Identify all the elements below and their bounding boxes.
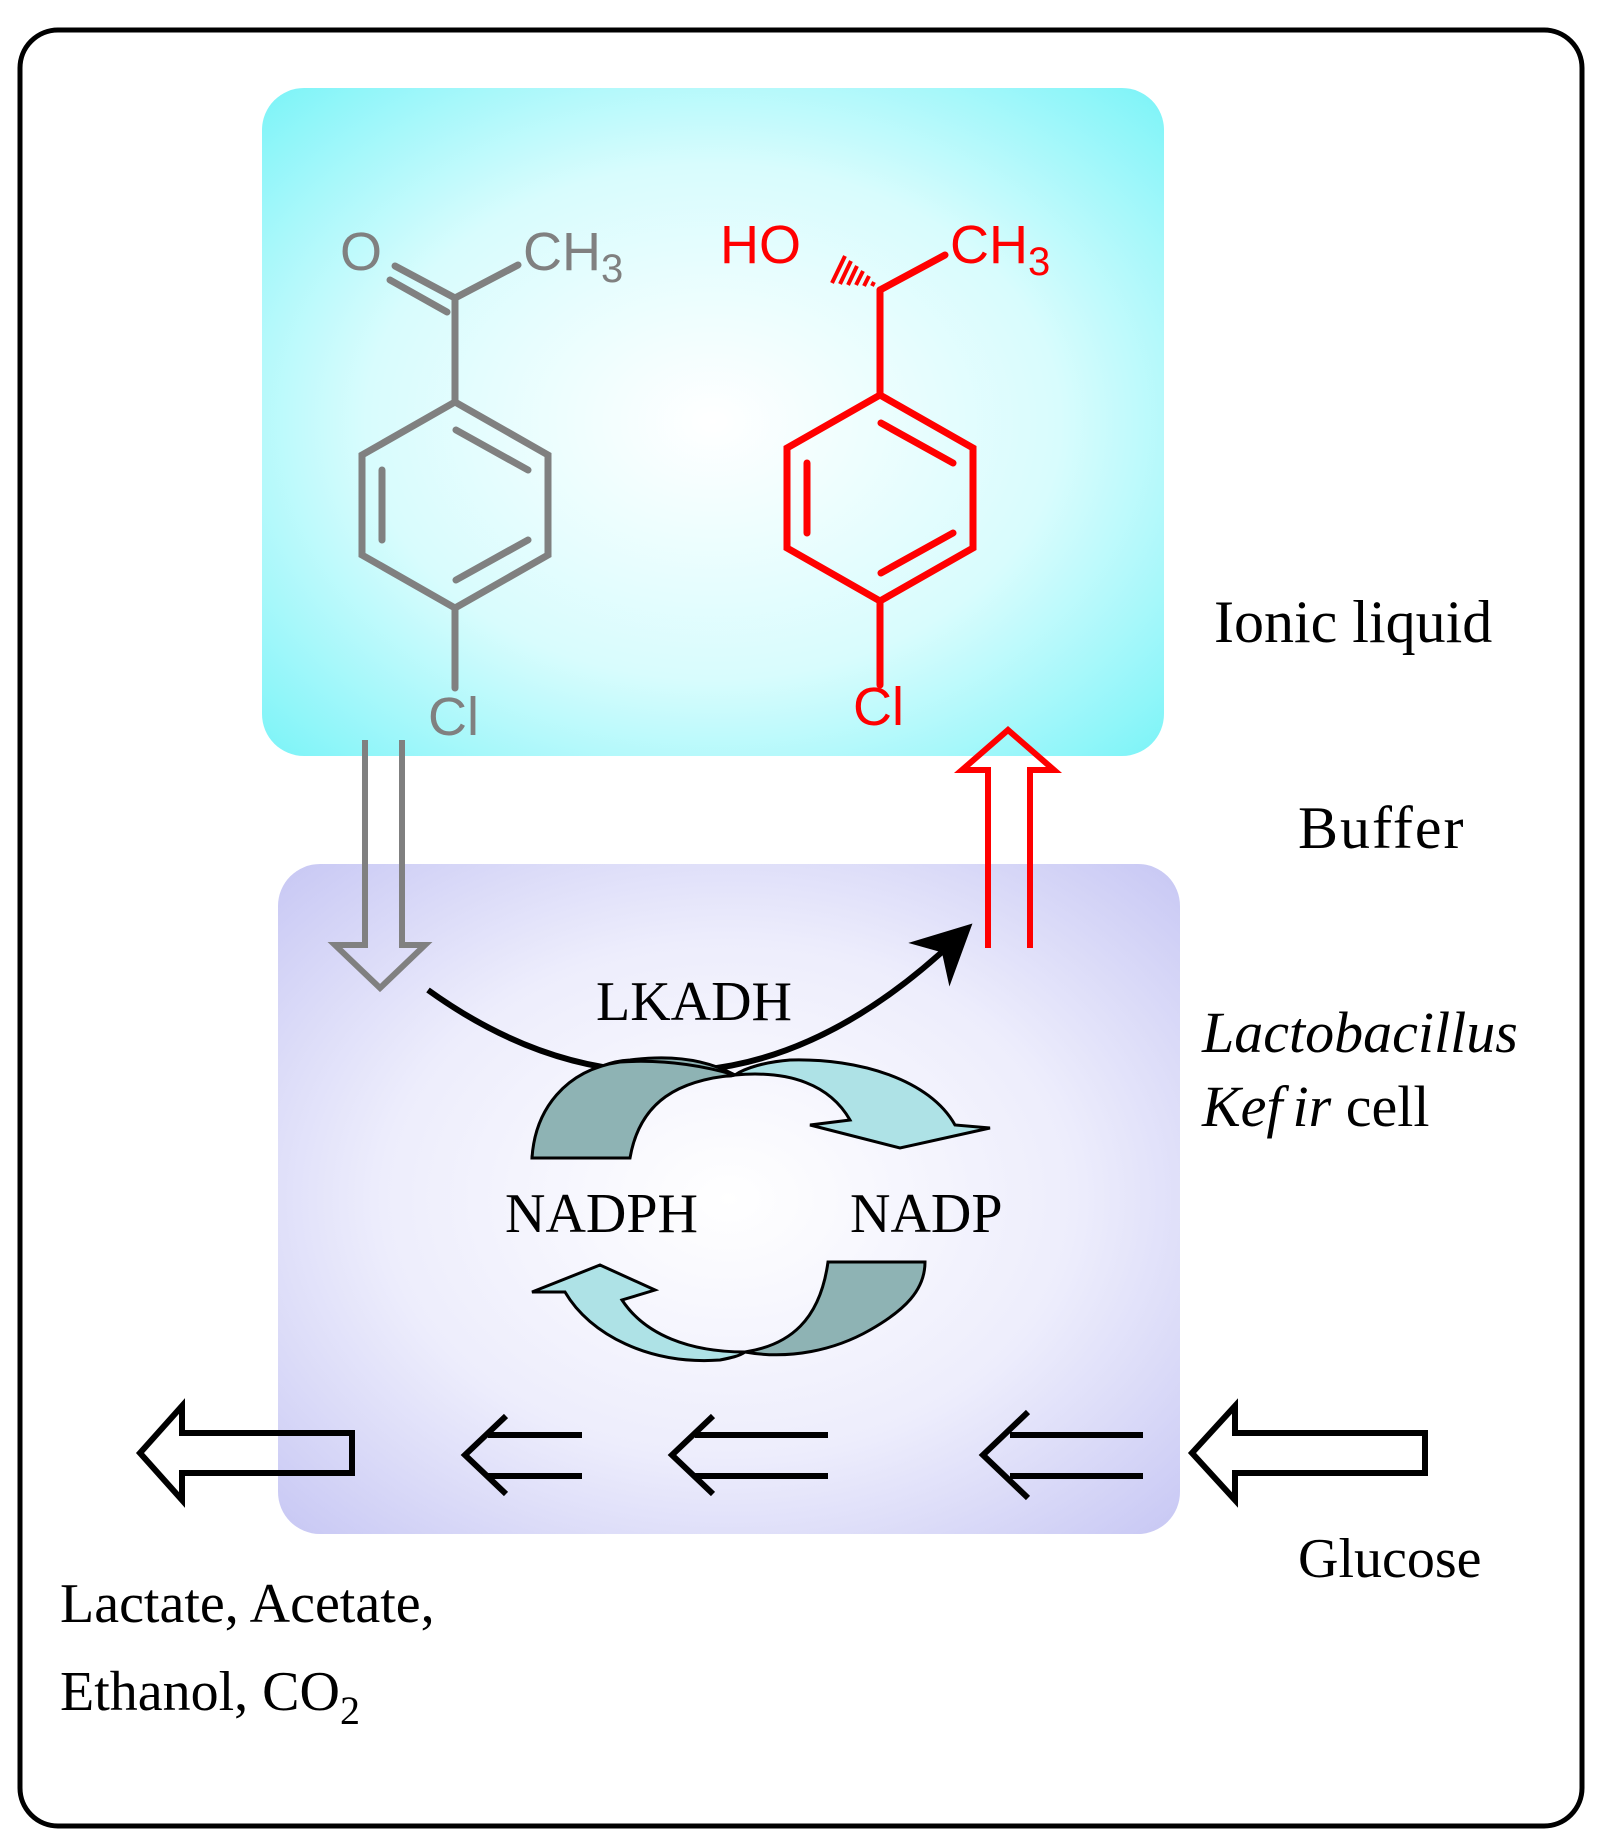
cofactor-arrow-lower-left — [531, 1263, 750, 1363]
cell-phase-box — [278, 864, 1180, 1534]
glucose-input-arrow — [1187, 1398, 1428, 1508]
product-export-arrow — [953, 726, 1063, 948]
substrate-oxygen-label: O — [340, 222, 382, 282]
cofactor-arrow-upper-left — [530, 1059, 736, 1160]
ionic-liquid-label: Ionic liquid — [1214, 589, 1492, 655]
buffer-label: Buffer — [1298, 795, 1466, 861]
product-structure — [783, 251, 977, 689]
metabolic-flux-arrow-2 — [667, 1413, 828, 1497]
outer-frame — [17, 27, 1585, 1829]
product-hydroxyl-label: HO — [720, 215, 801, 275]
substrate-methyl-label: CH3 — [523, 222, 623, 291]
stereo-hash-bond — [830, 255, 876, 287]
enzyme-label: LKADH — [596, 971, 792, 1033]
product-chlorine-label: Cl — [853, 677, 904, 737]
metabolic-flux-arrow-3 — [460, 1413, 582, 1497]
byproducts-line2: Ethanol, CO2 — [60, 1661, 360, 1733]
ionic-liquid-phase-box — [262, 88, 1164, 756]
cofactor-arrow-lower-right — [744, 1260, 927, 1357]
cell-label-line1: Lactobacillus — [1201, 1000, 1518, 1065]
nadp-label: NADP — [850, 1183, 1002, 1245]
substrate-chlorine-label: Cl — [428, 687, 479, 747]
product-methyl-label: CH3 — [950, 215, 1050, 284]
cofactor-arrow-upper-right — [729, 1058, 991, 1150]
glucose-label: Glucose — [1298, 1528, 1482, 1590]
metabolic-flux-arrow-1 — [978, 1409, 1143, 1501]
substrate-structure — [358, 261, 552, 692]
product-output-arrow — [135, 1398, 355, 1508]
substrate-uptake-arrow — [327, 740, 433, 993]
byproducts-line1: Lactate, Acetate, — [60, 1573, 435, 1635]
nadph-label: NADPH — [505, 1183, 698, 1245]
